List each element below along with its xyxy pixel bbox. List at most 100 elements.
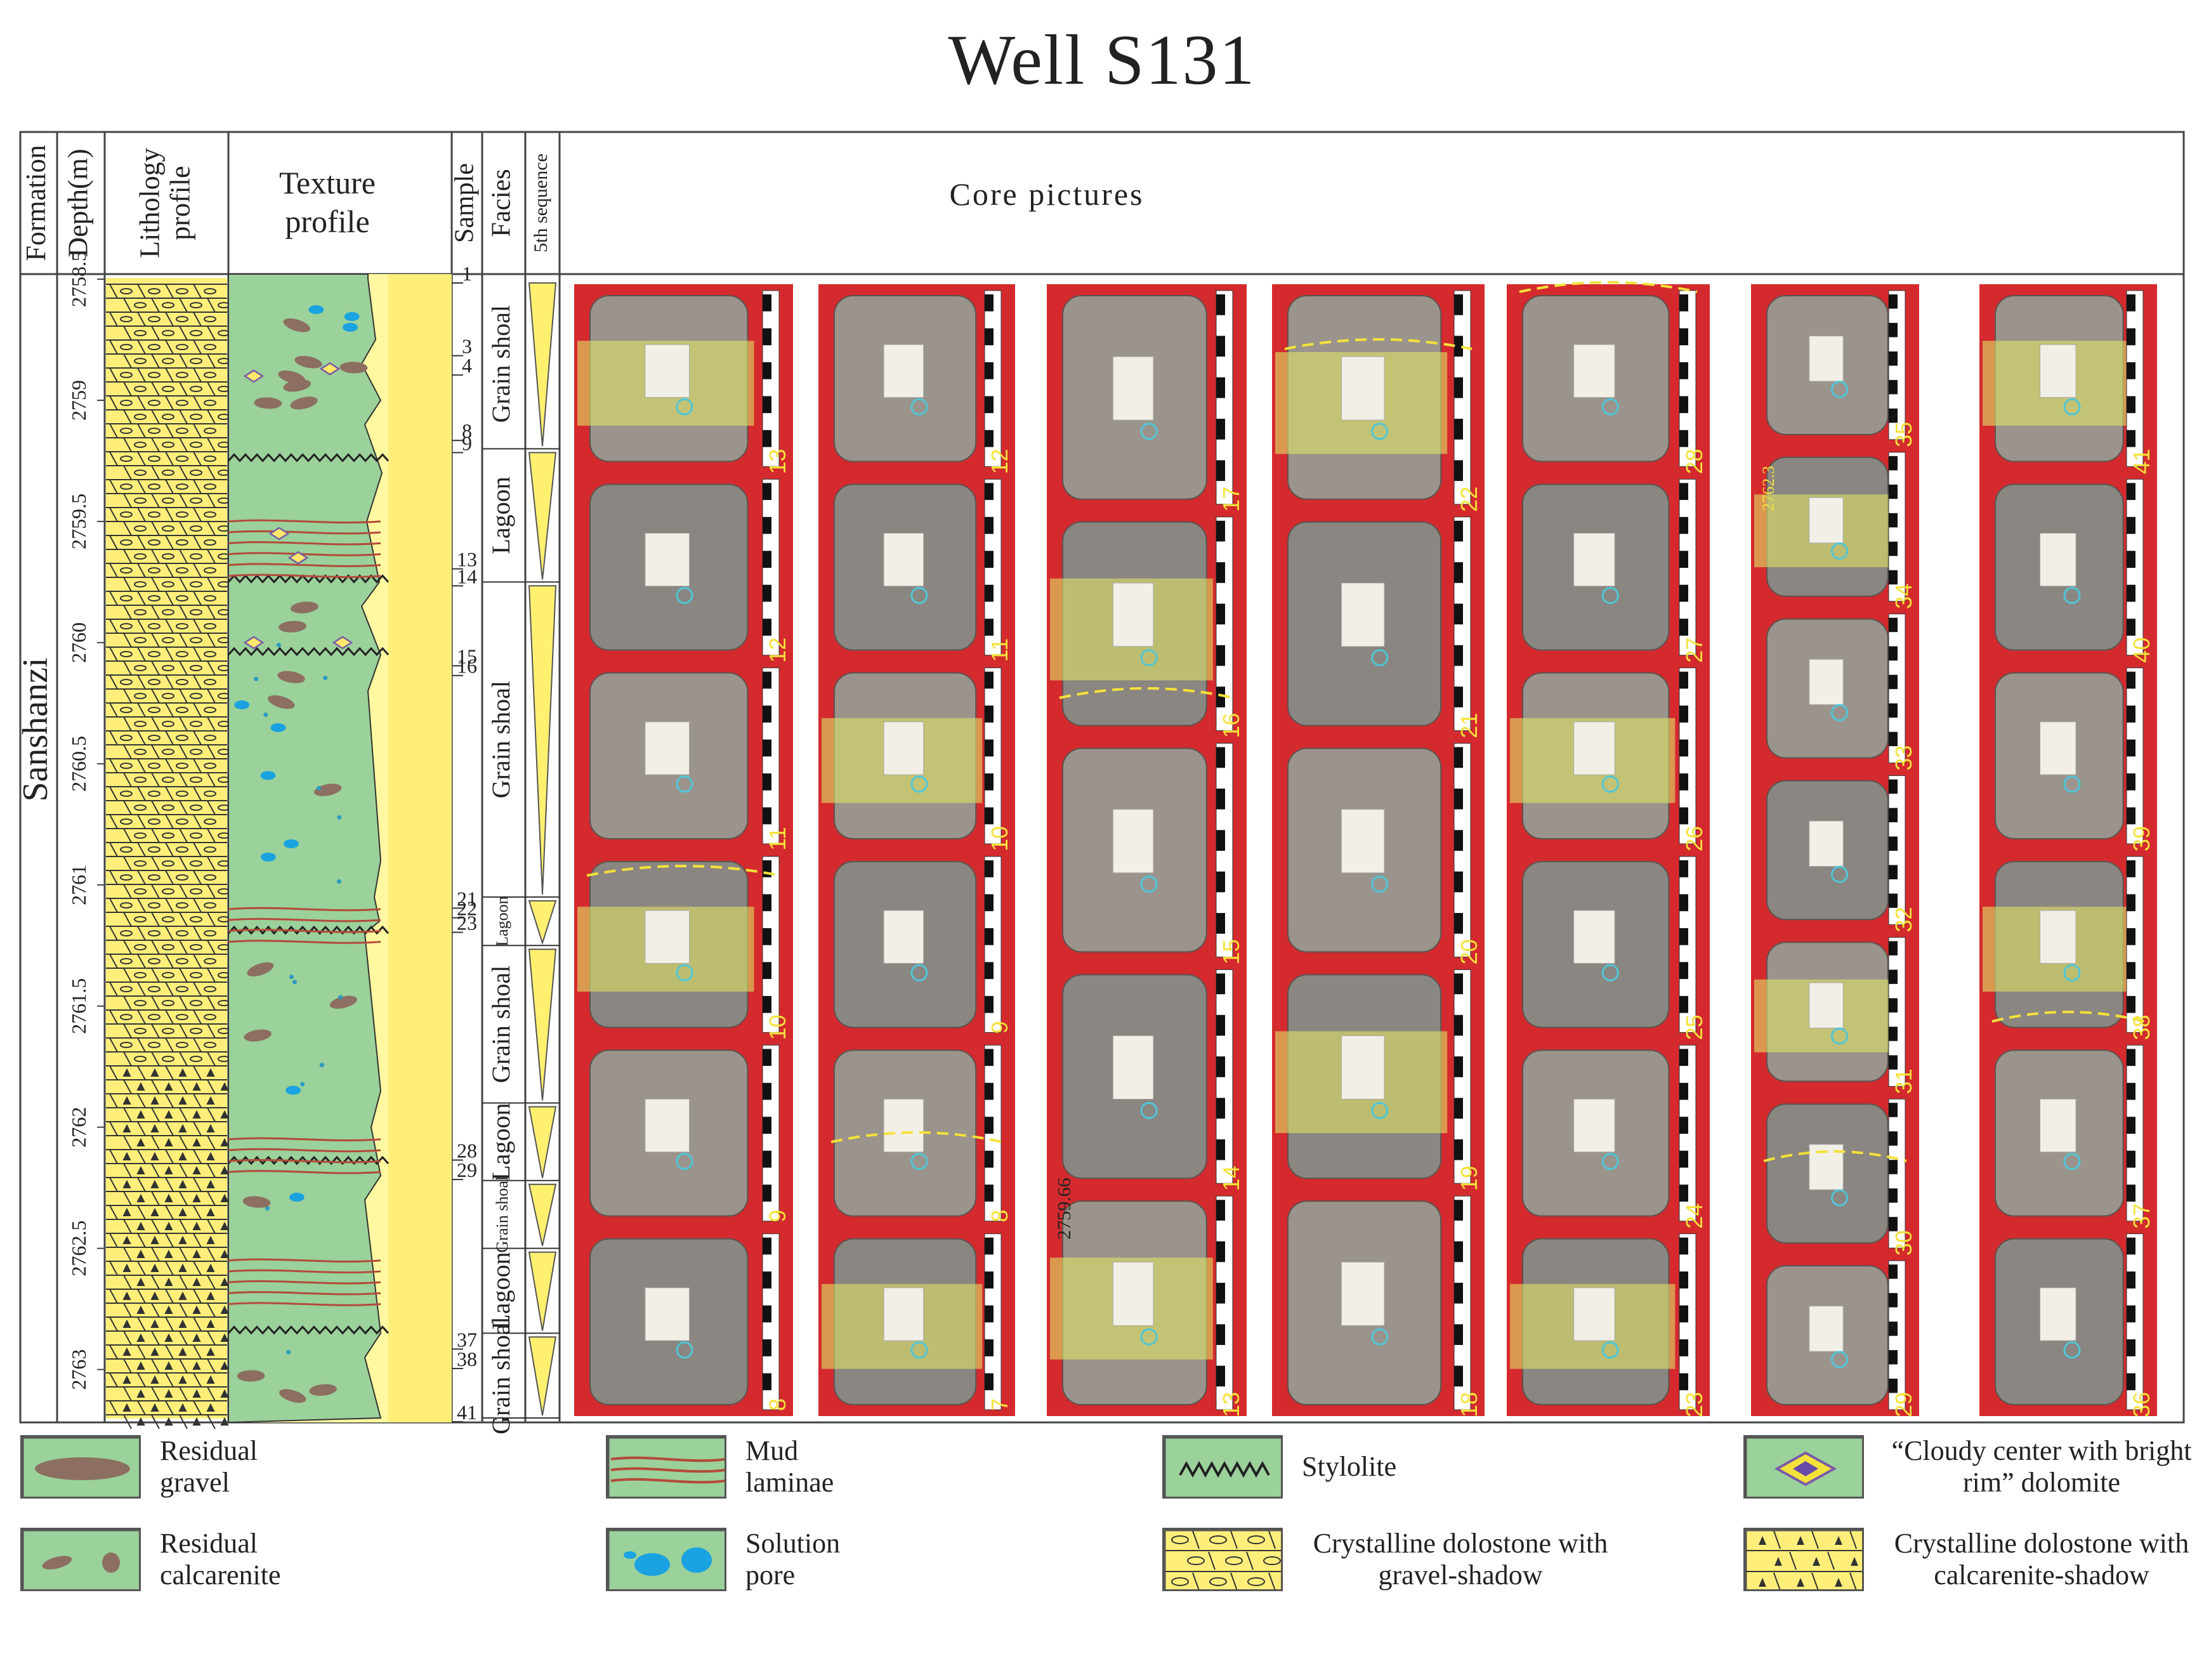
scale-bar-segment [1454, 788, 1463, 810]
core-segment: 20 [1287, 743, 1482, 964]
mud-lamina [228, 1137, 381, 1142]
core-segment: 18 [1287, 1195, 1482, 1417]
scale-bar-segment [985, 362, 994, 379]
scale-bar-segment [1889, 941, 1898, 955]
scale-bar-segment [763, 584, 771, 602]
core-number: 10 [987, 826, 1013, 851]
core-segment: 35 [1766, 290, 1917, 447]
dashed-boundary [1763, 1150, 1907, 1162]
pore-marker [1140, 876, 1158, 893]
pore-marker [676, 1153, 693, 1171]
core-number: 17 [1218, 487, 1244, 512]
sample-label: 16 [457, 655, 477, 678]
core-number: 27 [1681, 638, 1707, 663]
cloudy-dolomite-crystal [243, 369, 265, 383]
sample-label: 4 [462, 354, 472, 377]
scale-bar-segment [1889, 484, 1898, 499]
scale-bar-segment [1889, 1322, 1898, 1336]
calcarenite-grain [338, 995, 343, 1000]
core-segment: 17 [1062, 290, 1244, 512]
sequence-triangle [528, 948, 557, 1101]
core-segment: 30 [1766, 1098, 1917, 1256]
scale-bar-segment [985, 739, 994, 757]
mud-lamina [228, 574, 381, 579]
core-label-tag [645, 1098, 690, 1153]
scale-bar-segment [2127, 294, 2135, 312]
scale-bar-segment [763, 1271, 771, 1289]
core-number: 26 [1681, 826, 1707, 851]
calcarenite-grain [276, 643, 281, 648]
scale-bar-segment [1216, 871, 1225, 893]
mud-lamina [228, 563, 381, 567]
core-label-tag [2040, 532, 2076, 587]
residual-gravel-swatch-icon [20, 1435, 141, 1499]
header-texture-line1: Texture [279, 165, 376, 200]
scale-bar-segment [1889, 836, 1898, 851]
scale-bar-segment [1679, 584, 1688, 602]
gravel-clast [329, 995, 357, 1009]
scale-bar-segment [1889, 1379, 1898, 1393]
scale-bar-segment [1454, 1282, 1463, 1304]
depth-tick-label: 2762 [67, 1107, 90, 1148]
scale-bar-segment [763, 483, 771, 501]
core-number: 21 [1456, 713, 1482, 738]
depth-tick-label: 2758.5 [67, 251, 90, 307]
gravel-clast [309, 1384, 337, 1396]
pore-marker [1140, 1328, 1158, 1346]
sequence-triangle [528, 1183, 557, 1246]
scale-bar-segment [1454, 830, 1463, 851]
core-label-tag [883, 344, 924, 398]
pore-marker [910, 964, 928, 981]
scale-bar-segment [1679, 1373, 1688, 1391]
scale-bar-segment [1889, 513, 1898, 528]
scale-bar-segment [1216, 1282, 1225, 1304]
scale-bar-segment [1679, 1339, 1688, 1356]
facies-label: Lagoon [493, 896, 511, 946]
scale-bar-segment [2127, 584, 2135, 602]
scale-bar-segment [1454, 1014, 1463, 1036]
scale-bar-segment [1889, 969, 1898, 984]
scale-bar-segment [1679, 995, 1688, 1013]
formation-name: Sanshanzi [16, 657, 55, 801]
sample-label: 29 [457, 1158, 477, 1181]
core-number: 29 [1891, 1392, 1917, 1417]
scale-bar-segment [1216, 973, 1225, 995]
stylolite-line [227, 1325, 390, 1335]
core-label-tag [1341, 582, 1385, 647]
scale-bar-segment [985, 1237, 994, 1255]
scale-bar-segment [2127, 1339, 2135, 1356]
solution-pore [308, 305, 324, 315]
core-segment: 14 [1062, 969, 1244, 1191]
scale-bar-segment [1679, 551, 1688, 568]
gravel-clast [279, 1389, 306, 1403]
cloudy-dolomite-crystal [287, 551, 309, 565]
scale-bar-segment [763, 430, 771, 447]
core-label-tag [1112, 356, 1154, 421]
scale-bar-segment [985, 1150, 994, 1168]
scale-bar-segment [1454, 686, 1463, 707]
gravel-clast [339, 362, 368, 374]
pore-marker [676, 775, 693, 793]
scale-bar-segment [2127, 396, 2135, 414]
pore-marker [1371, 649, 1389, 667]
facies-label: Grain shoal [487, 305, 515, 423]
gravel-clast [283, 318, 310, 332]
log-frame [19, 131, 2185, 1424]
legend-label: Mud laminae [745, 1435, 834, 1498]
core-number: 20 [1456, 939, 1482, 964]
scale-bar-segment [763, 1082, 771, 1100]
solution-pore [260, 852, 276, 862]
facies-label: Lagoon [487, 476, 515, 554]
mud-laminae-swatch-icon [606, 1435, 726, 1499]
sample-label: 41 [457, 1401, 477, 1424]
scale-bar-segment [763, 1237, 771, 1255]
scale-bar-segment [1679, 396, 1688, 414]
scale-bar-segment [2127, 1373, 2135, 1391]
texture-symbols [227, 305, 390, 1403]
facies-label: Lagoon [487, 1252, 515, 1329]
sequence-triangle [528, 1336, 557, 1416]
pore-marker [1830, 542, 1848, 560]
core-segment: 40 [1995, 478, 2155, 663]
dashed-boundary [1519, 281, 1698, 293]
